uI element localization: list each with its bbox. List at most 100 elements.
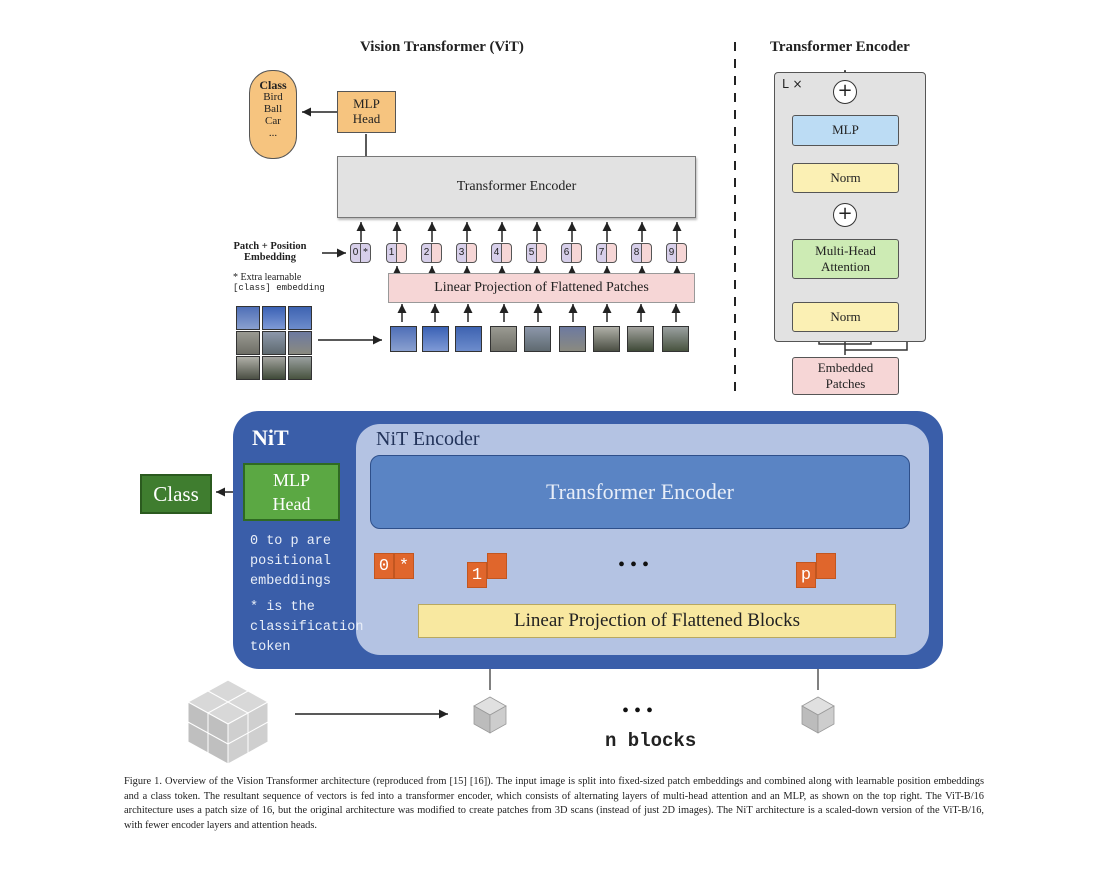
residual-add-top: + [833, 80, 857, 104]
nit-class-output: Class [140, 474, 212, 514]
vit-mlp-head: MLP Head [337, 91, 396, 133]
patch-embedding [396, 243, 407, 263]
nit-encoder-title: NiT Encoder [376, 428, 480, 450]
patch-embedding [641, 243, 652, 263]
class-item: Car [265, 115, 281, 127]
vit-token-9: 9 [666, 243, 688, 263]
note-line: [class] embedding [233, 283, 325, 293]
vit-token-2: 2 [421, 243, 443, 263]
note-line: embeddings [250, 574, 332, 589]
image-patch [559, 326, 586, 352]
extra-learnable-note: * Extra learnable [class] embedding [233, 272, 325, 294]
embedded-line: Embedded [817, 360, 874, 375]
vit-token-8: 8 [631, 243, 653, 263]
note-line: * Extra learnable [233, 272, 302, 283]
nit-transformer-encoder: Transformer Encoder [370, 455, 910, 529]
nit-token-p: p [796, 553, 836, 588]
image-patch [236, 331, 260, 355]
image-patch [455, 326, 482, 352]
mha-line: Attention [820, 259, 871, 274]
projection-arrows [392, 266, 682, 275]
position-id: 1 [467, 562, 487, 588]
vit-token-4: 4 [491, 243, 513, 263]
block-1-icon [473, 696, 507, 734]
residual-add-bottom: + [833, 203, 857, 227]
note-line: token [250, 640, 291, 655]
nit-linear-projection: Linear Projection of Flattened Blocks [418, 604, 896, 638]
image-patch [236, 356, 260, 380]
patch-embedding [676, 243, 687, 263]
patch-embedding [606, 243, 617, 263]
image-patch [662, 326, 689, 352]
vit-token-7: 7 [596, 243, 618, 263]
image-patch [262, 356, 286, 380]
vit-transformer-encoder: Transformer Encoder [337, 156, 696, 218]
blocks-ellipsis: • • • [622, 700, 654, 722]
image-patch [490, 326, 517, 352]
embedded-line: Patches [825, 376, 866, 391]
class-item: Ball [263, 103, 283, 115]
class-item: ... [268, 127, 278, 139]
class-heading: Class [259, 78, 287, 92]
image-patch [422, 326, 449, 352]
block-embedding [487, 553, 507, 579]
vit-linear-projection: Linear Projection of Flattened Patches [388, 273, 695, 303]
image-patch [390, 326, 417, 352]
image-patch [627, 326, 654, 352]
image-patch [593, 326, 620, 352]
image-patch [288, 331, 312, 355]
label-line: Embedding [244, 252, 296, 263]
note-line: classification [250, 620, 364, 635]
vit-class-output: Class Bird Ball Car ... [249, 70, 297, 159]
position-id: 0 [374, 553, 394, 579]
mlp-head-line: MLP [272, 470, 310, 490]
vit-token-6: 6 [561, 243, 583, 263]
note-line: positional [250, 554, 332, 569]
classification-note: * is the classification token [250, 598, 363, 658]
patch-arrows [397, 304, 681, 322]
nit-title: NiT [252, 425, 289, 450]
image-patch [262, 331, 286, 355]
image-patch [524, 326, 551, 352]
block-embedding [816, 553, 836, 579]
mlp-head-line: MLP [353, 96, 380, 111]
volume-cube-icon [186, 679, 270, 765]
image-patch [236, 306, 260, 330]
image-patch [288, 306, 312, 330]
class-token: * [360, 243, 371, 263]
n-blocks-label: n blocks [605, 730, 697, 752]
patch-embedding [501, 243, 512, 263]
patch-embedding [466, 243, 477, 263]
token-ellipsis: • • • [618, 554, 650, 576]
figure-caption: Figure 1. Overview of the Vision Transfo… [124, 776, 984, 831]
mha-line: Multi-Head [815, 243, 876, 258]
encoder-mlp: MLP [792, 115, 899, 146]
image-patch [262, 306, 286, 330]
label-line: Patch + Position [233, 241, 307, 252]
nit-token-1: 1 [467, 553, 507, 588]
encoder-norm-bottom: Norm [792, 302, 899, 332]
vit-token-5: 5 [526, 243, 548, 263]
mlp-head-line: Head [352, 111, 381, 126]
class-item: Bird [263, 91, 283, 103]
token-arrows [356, 222, 682, 242]
image-patch [288, 356, 312, 380]
patch-embedding [536, 243, 547, 263]
embedded-patches: Embedded Patches [792, 357, 899, 395]
mlp-head-line: Head [272, 494, 311, 514]
position-id: p [796, 562, 816, 588]
encoder-title: Transformer Encoder [770, 39, 910, 55]
vit-title: Vision Transformer (ViT) [360, 39, 524, 55]
block-p-icon [801, 696, 835, 734]
vit-token-3: 3 [456, 243, 478, 263]
patch-embedding [571, 243, 582, 263]
positional-note: 0 to p are positional embeddings [250, 532, 331, 592]
vit-token-0: 0 * [350, 243, 372, 263]
nit-mlp-head: MLP Head [243, 463, 340, 521]
note-line: 0 to p are [250, 534, 332, 549]
patch-embedding [431, 243, 442, 263]
note-line: * is the [250, 600, 315, 615]
repeat-label: L × [782, 77, 803, 91]
multi-head-attention: Multi-Head Attention [792, 239, 899, 279]
class-token: * [394, 553, 414, 579]
